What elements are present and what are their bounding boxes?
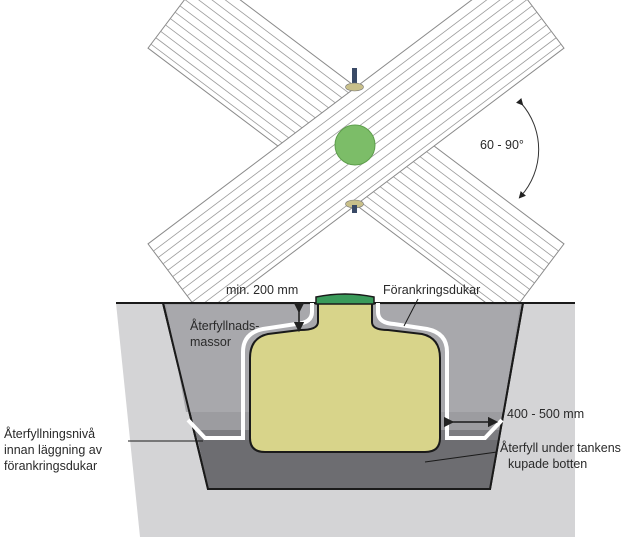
- top-view: 60 - 90°: [147, 0, 565, 320]
- fill-level-label-line1: Återfyllningsnivå: [4, 426, 95, 441]
- fill-level-label-line2: innan läggning av: [4, 443, 103, 457]
- fastener-top-icon: [345, 68, 364, 92]
- angle-label: 60 - 90°: [480, 138, 524, 152]
- tank-body: [249, 302, 441, 453]
- bottom-fill-label-line2: kupade botten: [508, 457, 587, 471]
- angle-arc: [516, 98, 540, 199]
- section-view: min. 200 mm Förankringsdukar Återfyllnad…: [4, 283, 621, 537]
- bottom-fill-label-line1: Återfyll under tankens: [500, 440, 621, 455]
- min-cover-label: min. 200 mm: [226, 283, 298, 297]
- fill-level-label-line3: förankringsdukar: [4, 459, 97, 473]
- anchoring-fabric-right: [376, 303, 504, 440]
- side-distance-label: 400 - 500 mm: [507, 407, 584, 421]
- fastener-bottom-icon: [345, 199, 364, 213]
- tank-top-circle: [334, 124, 376, 166]
- anchoring-fabric: [186, 303, 314, 440]
- tank-lid: [315, 293, 375, 305]
- backfill-label-line1: Återfyllnads-: [190, 318, 259, 333]
- anchoring-fabric-label: Förankringsdukar: [383, 283, 480, 297]
- backfill-label-line2: massor: [190, 335, 231, 349]
